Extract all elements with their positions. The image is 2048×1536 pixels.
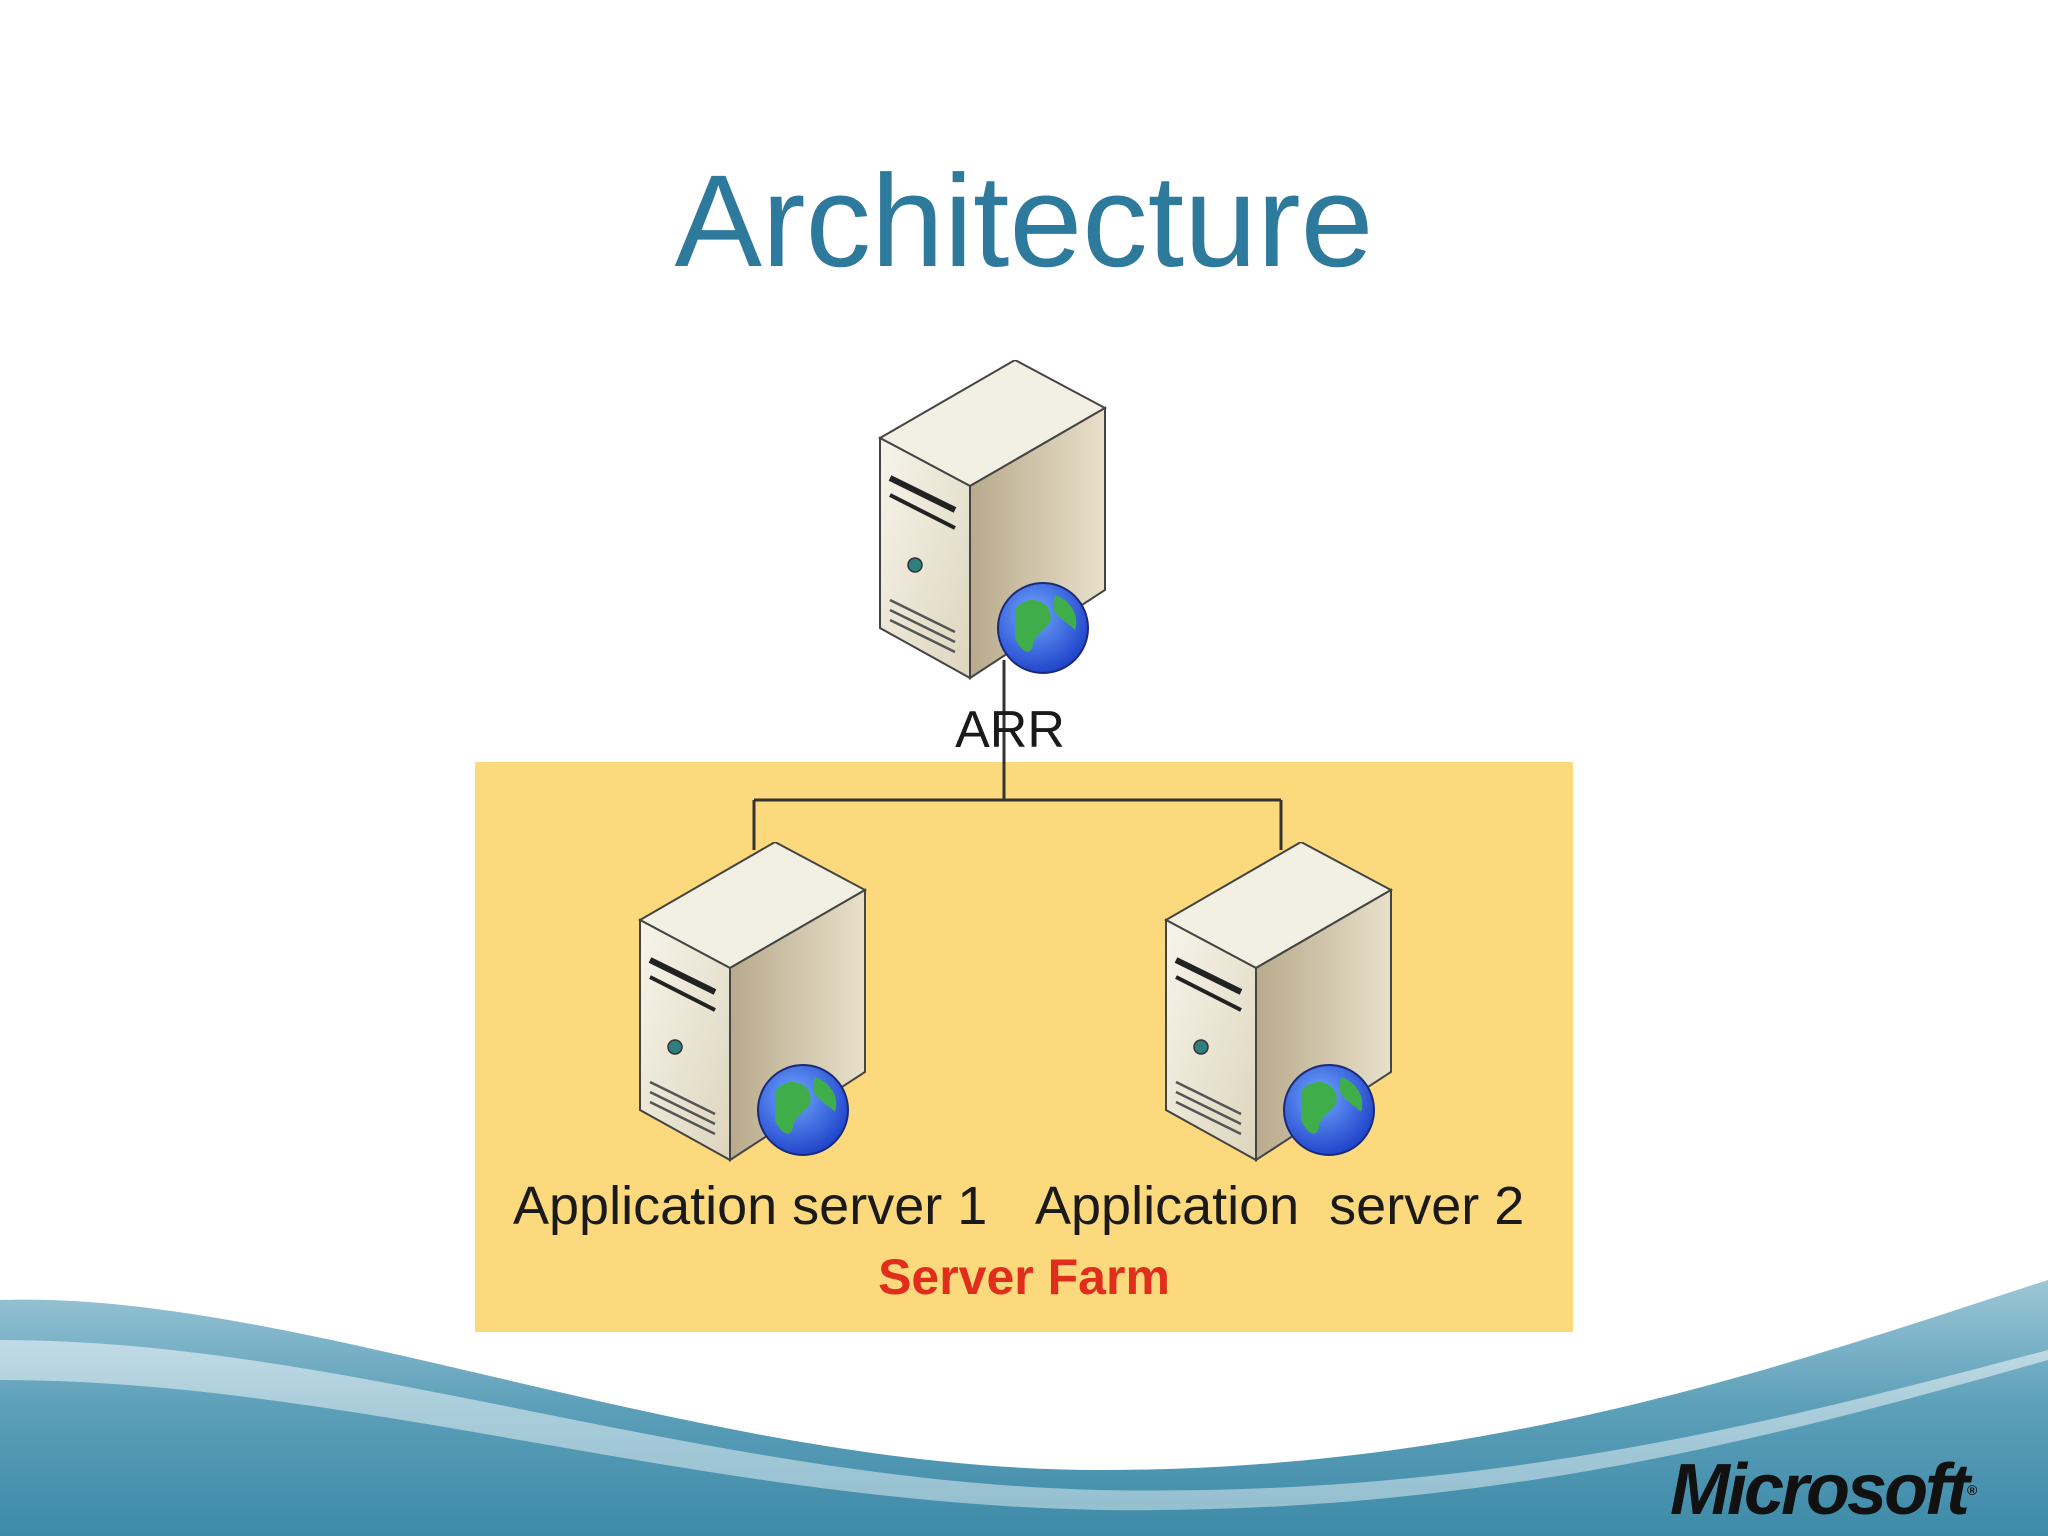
arr-server-icon	[877, 360, 1108, 680]
arr-label: ARR	[955, 701, 1065, 759]
server-farm-label: Server Farm	[878, 1249, 1170, 1305]
footer-wave	[0, 1280, 2048, 1536]
microsoft-logo: Microsoft®	[1670, 1454, 2025, 1526]
app-server-1-label: Application server 1	[513, 1176, 988, 1236]
app-server-2-label: Application server 2	[1035, 1176, 1525, 1236]
architecture-diagram: ARR Application server 1 Application ser…	[475, 360, 1573, 1332]
connector-lines	[752, 660, 1283, 850]
registered-mark: ®	[1967, 1482, 1978, 1498]
app-server-2-icon	[1163, 842, 1394, 1162]
slide-title: Architecture	[674, 147, 1374, 294]
app-server-1-icon	[637, 842, 868, 1162]
logo-text: Microsoft	[1670, 1450, 1970, 1530]
